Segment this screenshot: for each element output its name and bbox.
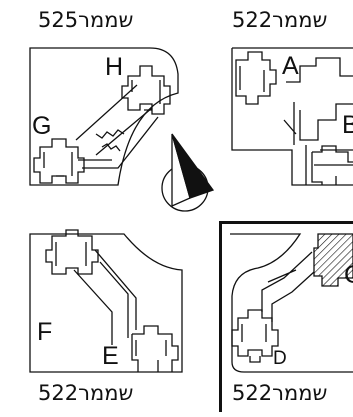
corridor-notches bbox=[96, 130, 124, 151]
room-f bbox=[46, 230, 98, 274]
point-g: G bbox=[32, 112, 51, 140]
l-corridor bbox=[74, 250, 136, 345]
point-c: C bbox=[344, 261, 353, 289]
caption-top-left: 525שממר bbox=[38, 8, 133, 32]
point-e: E bbox=[102, 342, 119, 370]
point-a: A bbox=[282, 52, 299, 80]
corridor bbox=[262, 252, 314, 322]
panel-outline bbox=[30, 48, 178, 185]
panel-bottom-right bbox=[230, 234, 353, 372]
north-arrow-icon bbox=[162, 134, 213, 211]
point-b: B bbox=[342, 111, 353, 139]
building-a bbox=[236, 52, 276, 104]
room-d bbox=[232, 310, 278, 356]
point-h: H bbox=[105, 53, 123, 81]
room-e-inner bbox=[136, 340, 166, 356]
caption-top-right: 522שממר bbox=[232, 8, 327, 32]
point-d: D bbox=[273, 348, 287, 369]
room-f-inner bbox=[56, 242, 86, 266]
room-h-inner bbox=[132, 80, 160, 110]
caption-bottom-left: 522שממר bbox=[38, 381, 133, 405]
room-h bbox=[122, 66, 170, 114]
caption-bottom-right: 522שממר bbox=[232, 381, 327, 405]
room-e bbox=[132, 326, 178, 372]
panel-top-left bbox=[30, 48, 178, 185]
point-f: F bbox=[37, 318, 52, 346]
diagonal-corridor bbox=[76, 85, 158, 168]
room-g-inner bbox=[44, 152, 72, 176]
building-a-inner bbox=[240, 66, 264, 92]
